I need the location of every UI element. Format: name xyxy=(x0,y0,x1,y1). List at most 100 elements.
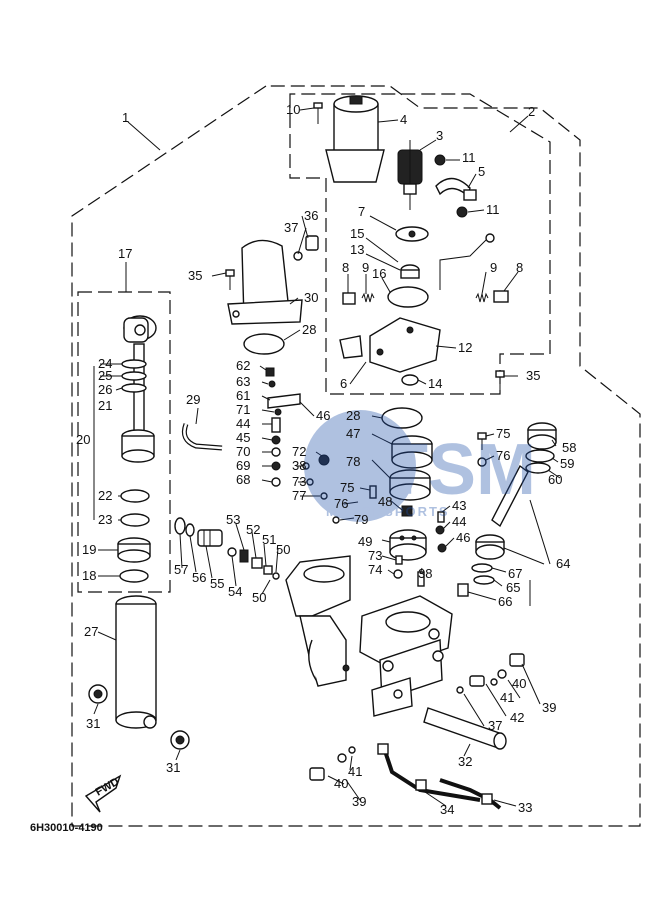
callout-39b: 39 xyxy=(542,700,556,715)
cap-36 xyxy=(305,235,319,251)
plug-39a xyxy=(309,767,325,781)
callout-51: 51 xyxy=(262,532,276,547)
callout-58: 58 xyxy=(562,440,576,455)
armature xyxy=(397,140,423,210)
callout-50b: 50 xyxy=(252,590,266,605)
callout-40b: 40 xyxy=(512,676,526,691)
valve-46b xyxy=(437,543,447,553)
valve-48 xyxy=(401,505,413,517)
callout-1: 1 xyxy=(122,110,129,125)
callout-50a: 50 xyxy=(276,542,290,557)
ring-74 xyxy=(393,569,403,579)
valve-42 xyxy=(469,675,485,687)
bushing-31b xyxy=(170,730,190,750)
callout-35a: 35 xyxy=(188,268,202,283)
ring-67 xyxy=(471,563,493,573)
spring-44a xyxy=(271,417,281,433)
callout-41a: 41 xyxy=(348,764,362,779)
callout-71: 71 xyxy=(236,402,250,417)
callout-44a: 44 xyxy=(236,416,250,431)
callout-11a: 11 xyxy=(462,150,476,165)
piston-20 xyxy=(121,429,155,463)
ring-59 xyxy=(525,449,555,463)
valve-55 xyxy=(197,529,223,547)
callout-36: 36 xyxy=(304,208,318,223)
callout-73b: 73 xyxy=(368,548,382,563)
callout-19: 19 xyxy=(82,542,96,557)
valve-66 xyxy=(457,583,469,597)
pin-73b xyxy=(395,555,403,565)
callout-48: 48 xyxy=(378,494,392,509)
stopper-7 xyxy=(395,226,429,242)
pump-49 xyxy=(389,529,427,561)
shaft-32 xyxy=(423,707,507,750)
callout-43: 43 xyxy=(452,498,466,513)
drawing-code: 6H30010-4190 xyxy=(30,822,103,834)
ring-56 xyxy=(185,523,195,537)
callout-54: 54 xyxy=(228,584,242,599)
washer-76a xyxy=(477,457,487,467)
ring-57 xyxy=(174,517,186,535)
spring-44b xyxy=(435,525,445,535)
ball-63 xyxy=(268,380,276,388)
callout-70: 70 xyxy=(236,444,250,459)
callout-10: 10 xyxy=(286,102,300,117)
callout-76a: 76 xyxy=(496,448,510,463)
callout-30: 30 xyxy=(304,290,318,305)
callout-18: 18 xyxy=(82,568,96,583)
brush-holder xyxy=(435,177,477,201)
callout-76b: 76 xyxy=(334,496,348,511)
ring-23 xyxy=(120,513,150,527)
callout-67: 67 xyxy=(508,566,522,581)
fitting-33 xyxy=(481,793,493,805)
o-ring-50a xyxy=(272,572,280,580)
spring-52 xyxy=(251,557,263,569)
callout-37a: 37 xyxy=(284,220,298,235)
ring-25 xyxy=(121,371,147,381)
ball-51 xyxy=(263,565,273,575)
spring-9a xyxy=(361,292,375,303)
bushing-13 xyxy=(400,264,420,279)
callout-22: 22 xyxy=(98,488,112,503)
cylinder-boundary xyxy=(77,291,171,593)
fwd-arrow: FWD xyxy=(84,774,122,813)
lead-wire xyxy=(439,233,495,290)
hose-29-core xyxy=(183,423,223,450)
callout-68: 68 xyxy=(236,472,250,487)
callout-63: 63 xyxy=(236,374,250,389)
callout-40a: 40 xyxy=(334,776,348,791)
cylinder-27 xyxy=(115,595,157,729)
valve-69 xyxy=(271,461,281,471)
o-ring-16 xyxy=(387,286,429,308)
pipe-33 xyxy=(439,778,502,810)
fwd-label: FWD xyxy=(94,776,122,799)
callout-labels: 1 2 3 4 5 6 7 8 8 9 9 10 11 11 12 13 14 … xyxy=(76,102,576,817)
callout-44b: 44 xyxy=(452,514,466,529)
ring-41a xyxy=(348,746,356,754)
o-ring-68 xyxy=(271,477,281,487)
callout-77: 77 xyxy=(292,488,306,503)
manifold-body xyxy=(285,555,453,717)
callout-55: 55 xyxy=(210,576,224,591)
callout-79: 79 xyxy=(354,512,368,527)
callout-23: 23 xyxy=(98,512,112,527)
callout-16: 16 xyxy=(372,266,386,281)
o-ring-37b xyxy=(456,686,464,694)
watermark-subtitle: MOTORSPORTS xyxy=(326,504,450,519)
watermark-globe xyxy=(304,410,416,522)
callout-34: 34 xyxy=(440,802,454,817)
callout-27: 27 xyxy=(84,624,98,639)
ring-40b xyxy=(497,669,507,679)
callout-41b: 41 xyxy=(500,690,514,705)
piston-47 xyxy=(391,435,433,469)
callout-47: 47 xyxy=(346,426,360,441)
fitting-34b xyxy=(415,779,427,791)
callout-75b: 75 xyxy=(496,426,510,441)
watermark: TSM MOTORSPORTS xyxy=(304,410,536,522)
callout-8a: 8 xyxy=(342,260,349,275)
o-ring-60 xyxy=(525,462,551,474)
callout-56: 56 xyxy=(192,570,206,585)
ring-41b xyxy=(490,678,498,686)
pin-53 xyxy=(239,549,249,563)
o-ring-54 xyxy=(227,547,237,557)
